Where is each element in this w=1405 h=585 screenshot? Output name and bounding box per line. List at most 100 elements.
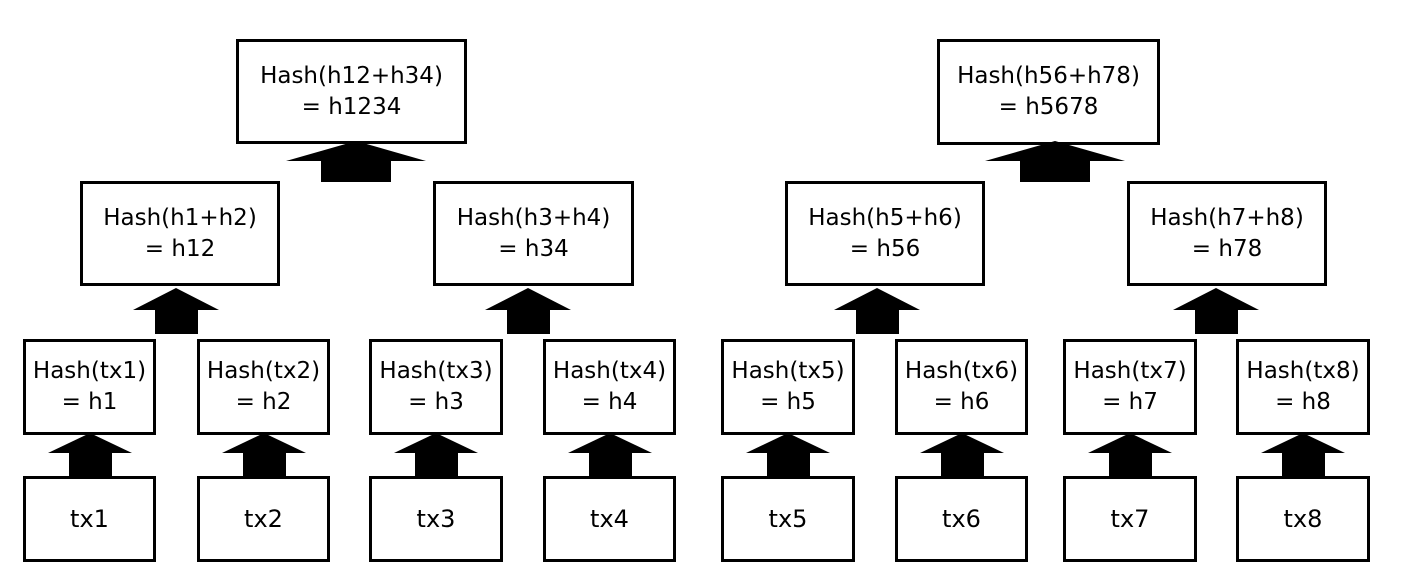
node-sublabel: = h8 bbox=[1275, 389, 1331, 415]
up-arrow-icon bbox=[568, 433, 652, 453]
node-label: tx5 bbox=[768, 504, 808, 533]
node-label: Hash(tx1) bbox=[32, 358, 147, 384]
node-label: Hash(h5+h6) bbox=[808, 204, 962, 231]
node-leafhash-h3: Hash(tx3) = h3 bbox=[369, 339, 503, 435]
arrow-stem bbox=[1194, 310, 1238, 334]
node-label: Hash(tx4) bbox=[552, 358, 667, 384]
node-leafhash-h2: Hash(tx2) = h2 bbox=[197, 339, 330, 435]
node-sublabel: = h3 bbox=[408, 389, 464, 415]
arrow-tx7-to-h7 bbox=[1088, 433, 1172, 476]
node-label: Hash(h56+h78) bbox=[957, 63, 1140, 89]
node-sublabel: = h34 bbox=[498, 235, 569, 262]
node-leafhash-h4: Hash(tx4) = h4 bbox=[543, 339, 676, 435]
up-arrow-icon bbox=[1173, 288, 1259, 310]
node-label: tx6 bbox=[942, 504, 981, 533]
arrow-stem bbox=[588, 453, 632, 476]
arrow-tx1-to-h1 bbox=[48, 433, 132, 476]
arrow-h3h4-to-h34 bbox=[485, 288, 571, 334]
arrow-stem bbox=[940, 453, 984, 476]
arrow-stem bbox=[766, 453, 810, 476]
node-hash-h12: Hash(h1+h2) = h12 bbox=[80, 181, 280, 286]
node-label: Hash(h12+h34) bbox=[260, 62, 443, 89]
node-label: tx7 bbox=[1110, 504, 1150, 533]
node-leafhash-h7: Hash(tx7) = h7 bbox=[1063, 339, 1197, 435]
arrow-h5h6-to-h56 bbox=[834, 288, 920, 334]
up-arrow-icon bbox=[985, 141, 1125, 161]
node-tx3: tx3 bbox=[369, 476, 503, 562]
node-label: tx4 bbox=[590, 504, 629, 533]
arrow-tx6-to-h6 bbox=[920, 433, 1004, 476]
arrow-stem bbox=[1108, 453, 1152, 476]
node-sublabel: = h5 bbox=[760, 389, 816, 415]
up-arrow-icon bbox=[485, 288, 571, 310]
node-leafhash-h1: Hash(tx1) = h1 bbox=[23, 339, 156, 435]
arrow-tx4-to-h4 bbox=[568, 433, 652, 476]
node-hash-h34: Hash(h3+h4) = h34 bbox=[433, 181, 634, 286]
arrow-stem bbox=[855, 310, 899, 334]
arrow-stem bbox=[68, 453, 112, 476]
up-arrow-icon bbox=[394, 433, 478, 453]
node-label: Hash(tx3) bbox=[379, 358, 493, 384]
node-sublabel: = h1234 bbox=[301, 93, 402, 120]
node-label: Hash(h1+h2) bbox=[103, 204, 257, 231]
node-hash-h5678: Hash(h56+h78) = h5678 bbox=[937, 39, 1160, 145]
node-sublabel: = h5678 bbox=[998, 94, 1099, 120]
node-sublabel: = h6 bbox=[933, 389, 990, 415]
up-arrow-icon bbox=[286, 141, 426, 161]
node-label: Hash(tx2) bbox=[206, 358, 321, 384]
node-leafhash-h5: Hash(tx5) = h5 bbox=[721, 339, 855, 435]
arrow-stem bbox=[242, 453, 286, 476]
arrow-h7h8-to-h78 bbox=[1173, 288, 1259, 334]
node-hash-h56: Hash(h5+h6) = h56 bbox=[785, 181, 985, 286]
up-arrow-icon bbox=[1088, 433, 1172, 453]
arrow-h56h78-to-h5678 bbox=[985, 141, 1125, 182]
up-arrow-icon bbox=[222, 433, 306, 453]
node-label: Hash(h3+h4) bbox=[456, 204, 611, 231]
node-tx6: tx6 bbox=[895, 476, 1028, 562]
up-arrow-icon bbox=[48, 433, 132, 453]
node-sublabel: = h1 bbox=[61, 389, 118, 415]
arrow-stem bbox=[1281, 453, 1325, 476]
arrow-h12h34-to-h1234 bbox=[286, 141, 426, 182]
node-label: Hash(tx6) bbox=[904, 358, 1019, 384]
node-tx4: tx4 bbox=[543, 476, 676, 562]
arrow-stem bbox=[154, 310, 198, 334]
node-sublabel: = h12 bbox=[144, 235, 216, 262]
node-label: Hash(h7+h8) bbox=[1150, 204, 1304, 231]
node-label: Hash(tx7) bbox=[1073, 358, 1187, 384]
node-sublabel: = h2 bbox=[235, 389, 292, 415]
arrow-tx8-to-h8 bbox=[1261, 433, 1345, 476]
up-arrow-icon bbox=[133, 288, 219, 310]
node-leafhash-h6: Hash(tx6) = h6 bbox=[895, 339, 1028, 435]
arrow-tx3-to-h3 bbox=[394, 433, 478, 476]
arrow-tx2-to-h2 bbox=[222, 433, 306, 476]
node-tx2: tx2 bbox=[197, 476, 330, 562]
arrow-stem bbox=[506, 310, 550, 334]
node-leafhash-h8: Hash(tx8) = h8 bbox=[1236, 339, 1370, 435]
node-tx8: tx8 bbox=[1236, 476, 1370, 562]
node-tx1: tx1 bbox=[23, 476, 156, 562]
node-label: Hash(tx5) bbox=[731, 358, 845, 384]
node-label: tx1 bbox=[70, 504, 109, 533]
arrow-stem bbox=[414, 453, 458, 476]
node-tx7: tx7 bbox=[1063, 476, 1197, 562]
arrow-h1h2-to-h12 bbox=[133, 288, 219, 334]
node-sublabel: = h56 bbox=[849, 235, 921, 262]
node-sublabel: = h4 bbox=[581, 389, 638, 415]
node-hash-h1234: Hash(h12+h34) = h1234 bbox=[236, 39, 467, 144]
up-arrow-icon bbox=[746, 433, 830, 453]
node-sublabel: = h7 bbox=[1102, 389, 1158, 415]
arrow-stem bbox=[321, 161, 391, 182]
node-label: Hash(tx8) bbox=[1246, 358, 1360, 384]
node-tx5: tx5 bbox=[721, 476, 855, 562]
up-arrow-icon bbox=[920, 433, 1004, 453]
node-label: tx8 bbox=[1283, 504, 1323, 533]
node-label: tx2 bbox=[244, 504, 283, 533]
node-sublabel: = h78 bbox=[1191, 235, 1263, 262]
node-label: tx3 bbox=[416, 504, 456, 533]
arrow-stem bbox=[1020, 161, 1090, 182]
up-arrow-icon bbox=[1261, 433, 1345, 453]
arrow-tx5-to-h5 bbox=[746, 433, 830, 476]
node-hash-h78: Hash(h7+h8) = h78 bbox=[1127, 181, 1327, 286]
